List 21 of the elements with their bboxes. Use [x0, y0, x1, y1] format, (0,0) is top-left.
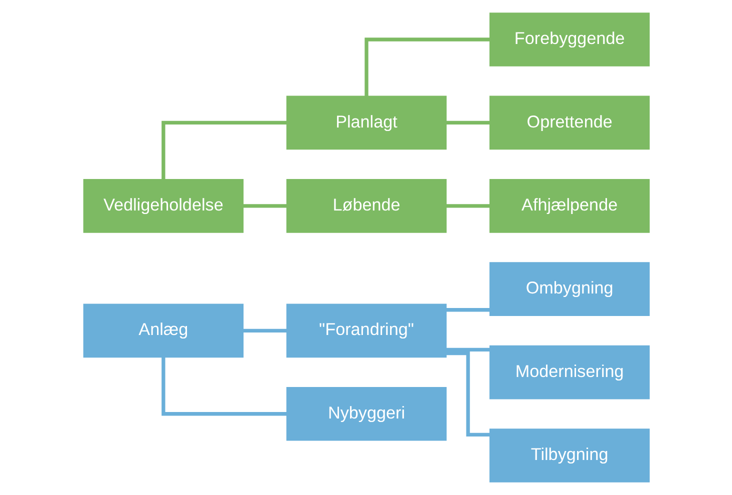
- node-box: Løbende: [286, 178, 446, 233]
- connector: [446, 348, 490, 352]
- connector: [446, 120, 490, 125]
- connector: [446, 308, 490, 312]
- node-box: "Forandring": [286, 304, 446, 358]
- connector: [242, 328, 286, 333]
- connector: [161, 120, 286, 180]
- connector: [161, 357, 286, 416]
- node-box: Tilbygning: [488, 428, 650, 482]
- connector: [446, 204, 490, 208]
- node-box: Anlæg: [82, 304, 244, 358]
- node-box: Planlagt: [286, 96, 446, 150]
- node-box: Afhjælpende: [488, 178, 650, 233]
- node-box: Oprettende: [488, 96, 650, 150]
- node-box: Vedligeholdelse: [82, 178, 244, 233]
- connector: [242, 204, 286, 208]
- node-box: Modernisering: [488, 345, 650, 400]
- node-box: Nybyggeri: [286, 386, 446, 441]
- node-box: Forebyggende: [488, 12, 650, 66]
- connector: [364, 38, 490, 96]
- node-box: Ombygning: [488, 262, 650, 316]
